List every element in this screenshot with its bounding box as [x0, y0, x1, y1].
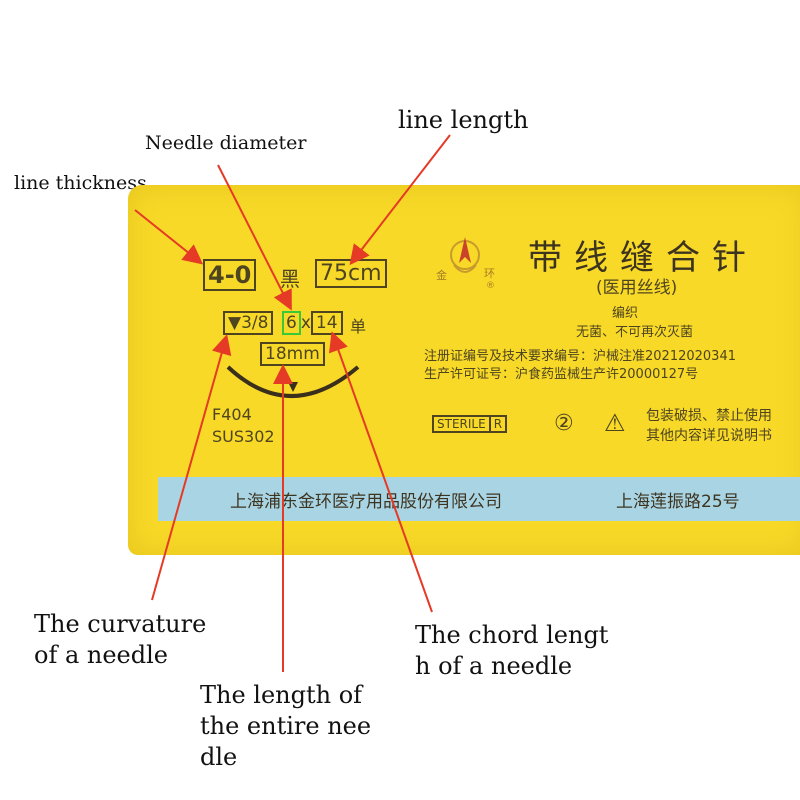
material-code: SUS302: [212, 427, 275, 446]
times-sign: x: [300, 313, 311, 333]
label-chord-line-2: h of a needle: [415, 652, 573, 680]
label-entire-line-2: the entire nee: [200, 712, 372, 740]
product-title: 带线缝合针: [528, 238, 758, 278]
label-entire-length: The length of the entire nee dle: [200, 680, 371, 773]
registration-number: 注册证编号及技术要求编号：沪械注准20212020341: [424, 349, 736, 364]
company-name: 上海浦东金环医疗用品股份有限公司: [230, 492, 502, 512]
brand-logo: [450, 237, 480, 273]
model-code: F404: [212, 405, 252, 424]
label-curvature-line-1: The curvature: [34, 610, 207, 638]
label-entire-line-1: The length of: [200, 681, 363, 709]
warning-line-1: 包装破损、禁止使用: [646, 408, 772, 424]
label-curvature: The curvature of a needle: [34, 609, 206, 671]
label-curvature-line-2: of a needle: [34, 641, 169, 669]
logo-registered-mark: ®: [486, 281, 495, 291]
no-reuse-icon: ②: [554, 411, 574, 436]
sterile-label: STERILE: [432, 415, 491, 433]
suture-size-value: 4-0: [203, 259, 257, 291]
warning-icon: ⚠: [604, 409, 626, 437]
company-address: 上海莲振路25号: [616, 492, 740, 512]
label-line-length: line length: [398, 106, 529, 134]
weave-label: 编织: [612, 306, 639, 321]
sterile-r-label: R: [490, 415, 508, 433]
thread-color: 黑: [280, 267, 300, 291]
sterile-note: 无菌、不可再次灭菌: [576, 325, 694, 340]
logo-text-left: 金: [436, 269, 447, 282]
license-number: 生产许可证号：沪食药监械生产许20000127号: [424, 367, 699, 382]
label-needle-diameter: Needle diameter: [145, 132, 307, 154]
single-label: 单: [350, 317, 367, 336]
label-chord-length: The chord lengt h of a needle: [415, 620, 608, 682]
warning-line-2: 其他内容详见说明书: [646, 428, 772, 444]
label-chord-line-1: The chord lengt: [415, 621, 609, 649]
company-strip: 上海浦东金环医疗用品股份有限公司 上海莲振路25号: [158, 477, 800, 521]
curvature-value: ▼3/8: [223, 311, 274, 335]
thread-length-value: 75cm: [315, 259, 387, 288]
label-entire-line-3: dle: [200, 743, 238, 771]
chord-length-value: 14: [310, 311, 343, 335]
needle-diameter-value: 6: [282, 311, 301, 335]
logo-text-right: 环: [484, 267, 495, 280]
product-subtitle: (医用丝线): [596, 278, 678, 298]
needle-length-value: 18mm: [260, 342, 325, 366]
label-line-thickness: line thickness: [14, 172, 147, 194]
